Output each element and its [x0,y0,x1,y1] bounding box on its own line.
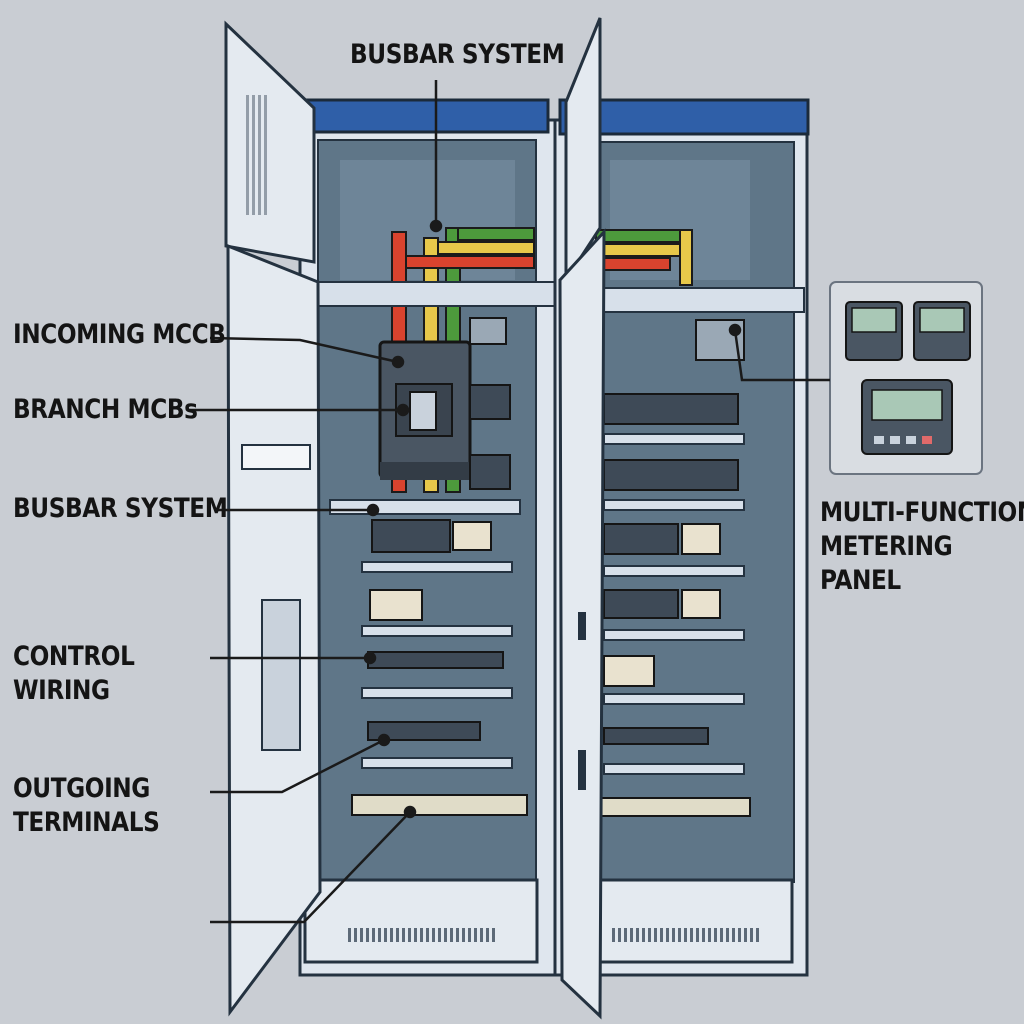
right-cabinet [553,98,810,977]
label-outgoing-terminals: OUTGOING TERMINALS [13,773,160,838]
digital-meter-icon [845,301,971,455]
right-din-rails [599,319,751,817]
label-control-wiring: CONTROL WIRING [13,641,135,706]
right-busbars [595,229,693,286]
label-metering-panel: MULTI-FUNCTION METERING PANEL [820,497,1024,596]
metering-panel-callout [829,281,983,475]
right-cabinet-roof [558,98,810,136]
left-plinth [303,878,539,964]
label-busbar-system-top: BUSBAR SYSTEM [350,39,565,70]
label-busbar-system-left: BUSBAR SYSTEM [13,493,228,524]
mcb-module-icon [469,317,511,490]
left-cabinet-roof [294,98,550,134]
right-plinth [578,878,794,964]
label-incoming-mccb: INCOMING MCCB [13,319,226,350]
left-cabinet [294,98,557,977]
leader-lines [190,80,830,924]
right-door [558,17,606,1020]
label-branch-mcbs: BRANCH MCBs [13,394,198,425]
left-door [224,20,322,1017]
